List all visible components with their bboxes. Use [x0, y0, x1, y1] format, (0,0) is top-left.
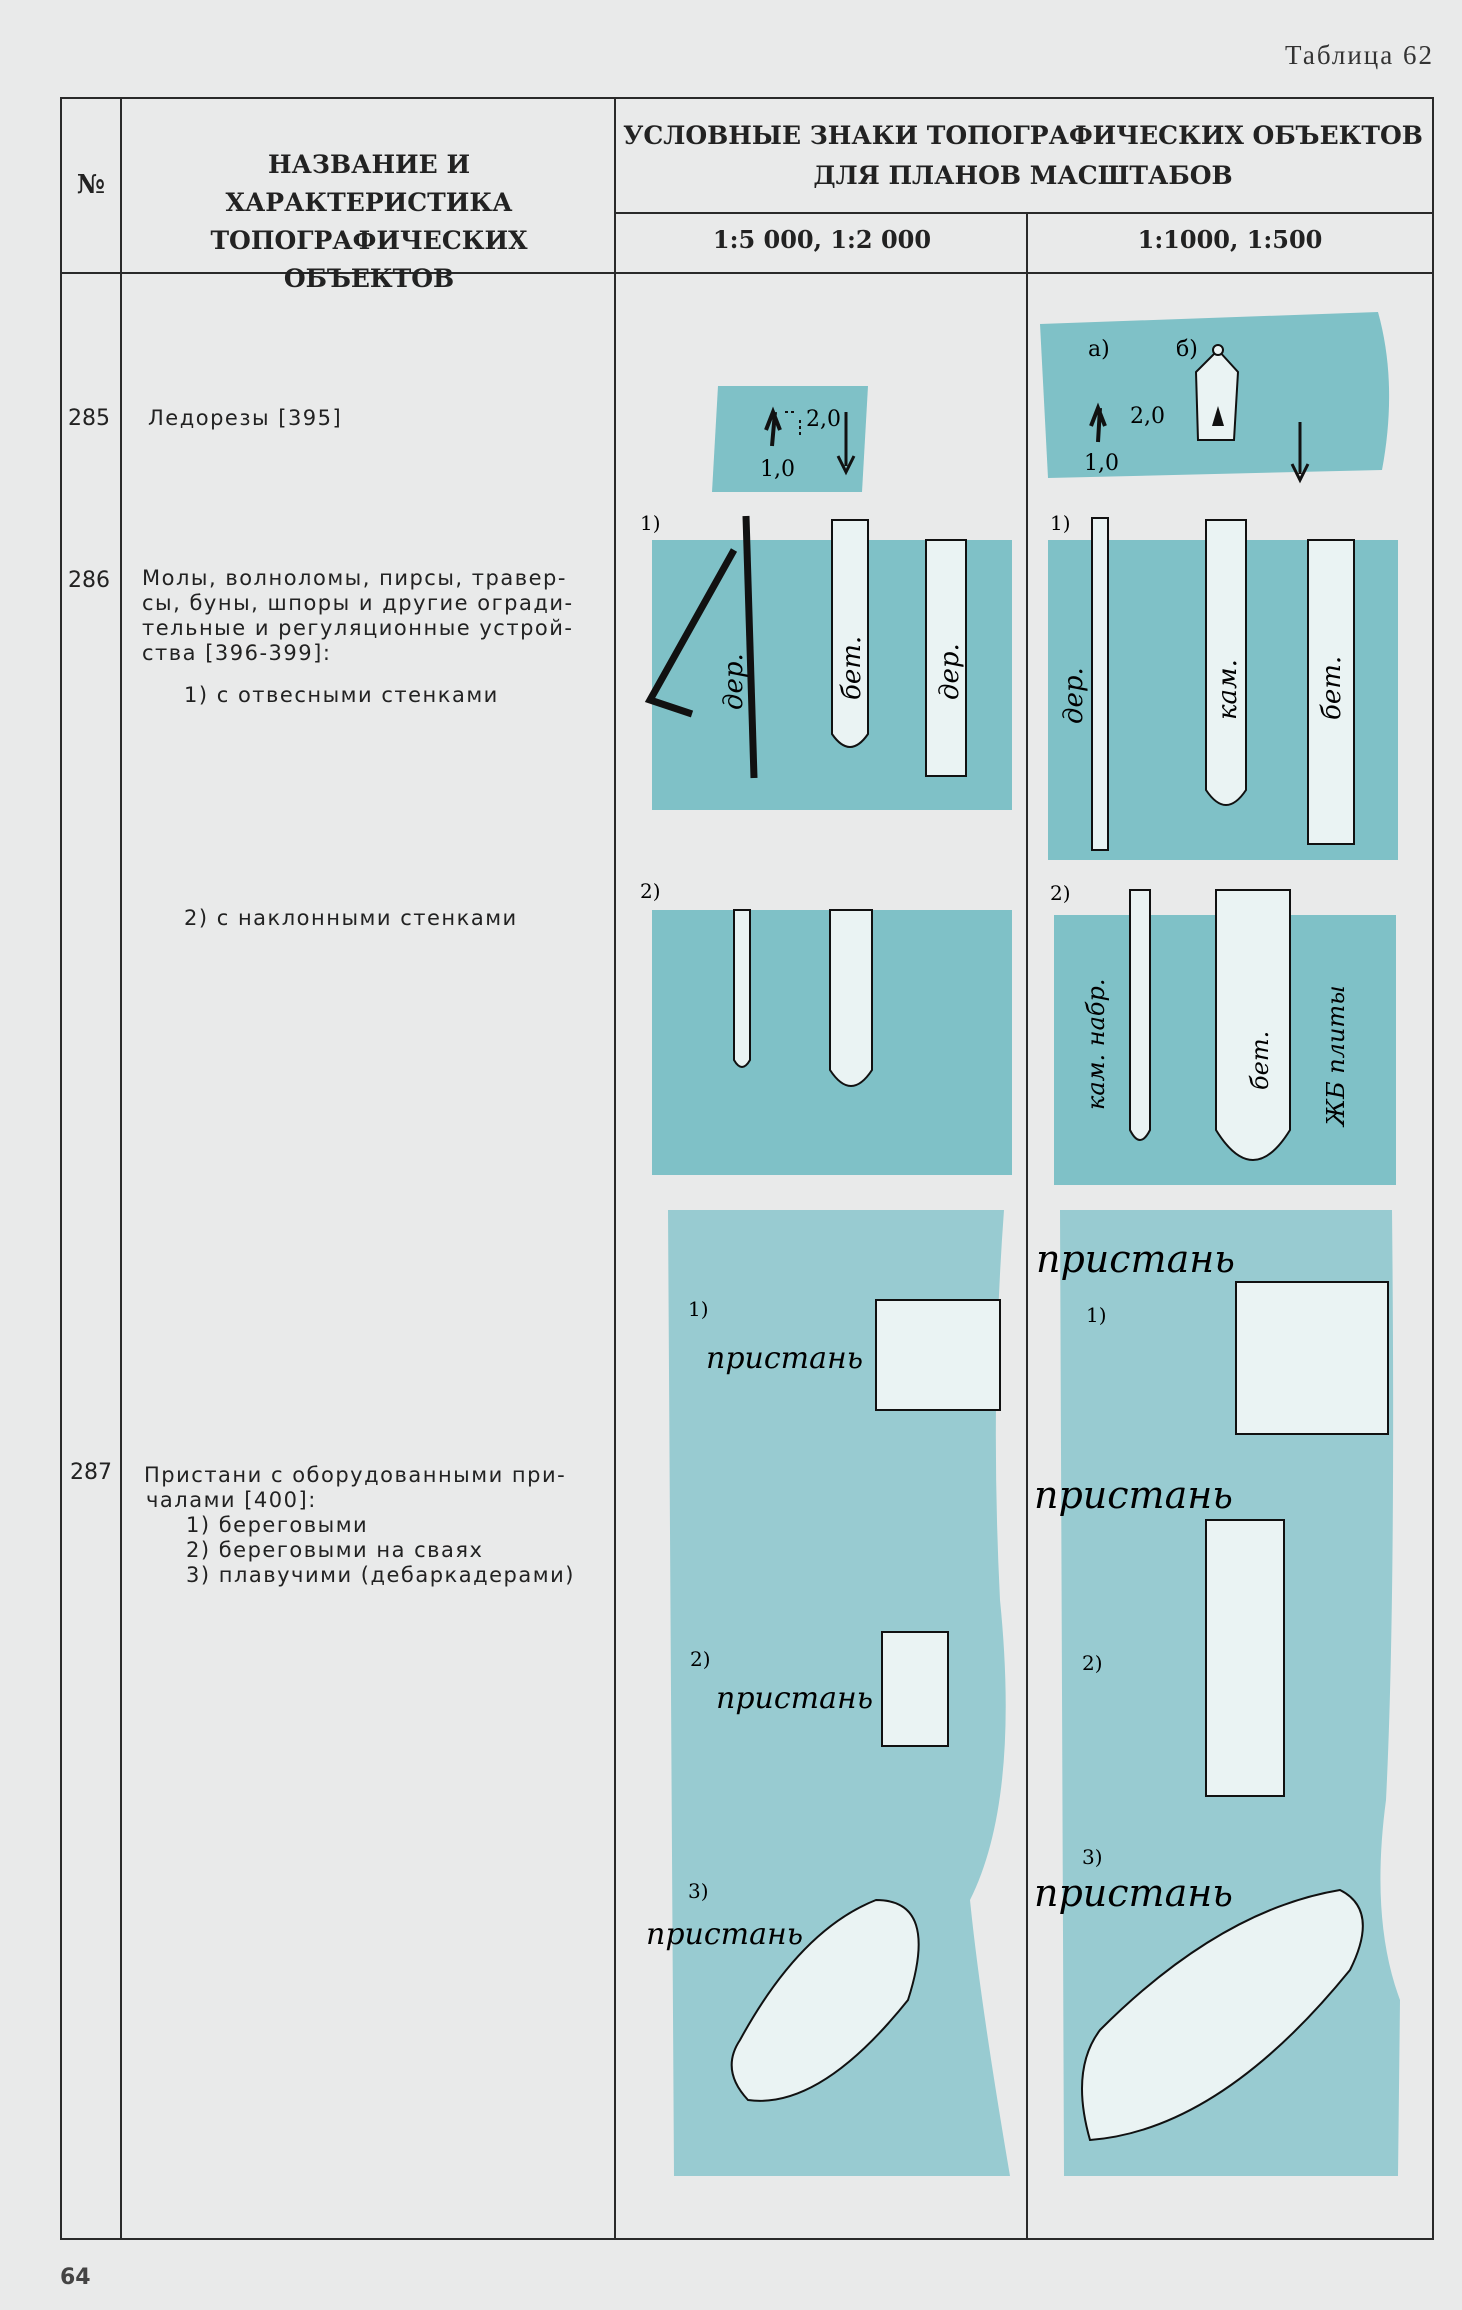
- r285-right-symbol: а) б) 2,0 1,0: [1040, 312, 1390, 484]
- row-286-line-2: сы, буны, шпоры и другие огради-: [142, 591, 574, 615]
- row-286-line-1: Молы, волноломы, пирсы, травер-: [142, 566, 567, 590]
- row-286-sub2: 2) с наклонными стенками: [184, 906, 518, 930]
- row-287-item-3: 3) плавучими (дебаркадерами): [186, 1563, 575, 1587]
- r285-label-b: б): [1176, 337, 1198, 362]
- r287-left-symbol: 1) пристань 2) пристань 3) пристань: [646, 1210, 1010, 2176]
- r287-right-m1: 1): [1086, 1303, 1107, 1327]
- table-left-border: [60, 97, 62, 2240]
- r285-left-dim2: 1,0: [760, 457, 795, 482]
- table-bottom-border: [60, 2238, 1434, 2240]
- header-name: НАЗВАНИЕ И ХАРАКТЕРИСТИКА ТОПОГРАФИЧЕСКИ…: [210, 150, 528, 293]
- r285-left-dim1: 2,0: [806, 407, 841, 432]
- row-285-num: 285: [68, 406, 110, 431]
- row-285-title: Ледорезы [395]: [148, 406, 343, 430]
- r286-1-left-der1: дер.: [719, 653, 749, 710]
- r287-right-m2: 2): [1082, 1651, 1103, 1675]
- r285-right-dim1: 2,0: [1130, 404, 1165, 429]
- r286-1-left-symbol: 1) дер. бет. дер.: [640, 511, 1012, 810]
- row-286-desc: Молы, волноломы, пирсы, травер- сы, буны…: [142, 566, 602, 666]
- table-label: Таблица 62: [1285, 40, 1434, 70]
- table-right-border: [1432, 97, 1434, 2240]
- r287-left-m3: 3): [688, 1879, 709, 1903]
- r287-right-pier3: пристань: [1034, 1871, 1233, 1915]
- r286-1-right-kam: кам.: [1213, 659, 1243, 720]
- signs-subheader-border: [616, 212, 1434, 214]
- r287-right-m3: 3): [1082, 1845, 1103, 1869]
- r286-1-left-marker: 1): [640, 511, 661, 535]
- r286-2-right-symbol: 2) кам. набр. бет. ЖБ плиты: [1050, 881, 1396, 1185]
- r286-2-bet: бет.: [1246, 1031, 1274, 1090]
- r286-1-left-der2: дер.: [935, 643, 965, 700]
- r287-left-m1: 1): [688, 1297, 709, 1321]
- r286-2-kam-nabr: кам. набр.: [1082, 978, 1110, 1110]
- r286-2-left-symbol: 2): [640, 879, 1012, 1175]
- row-286-num: 286: [68, 568, 110, 593]
- r287-left-pier2: пристань: [716, 1681, 873, 1716]
- r286-2-left-marker: 2): [640, 879, 661, 903]
- row-287-desc: Пристани с оборудованными при- чалами [4…: [144, 1463, 604, 1588]
- header-scale-right: 1:1000, 1:500: [1137, 225, 1323, 254]
- r285-right-dim2: 1,0: [1084, 451, 1119, 476]
- r287-left-pier3: пристань: [646, 1917, 803, 1952]
- row-287-item-2: 2) береговыми на сваях: [186, 1538, 484, 1562]
- row-286-line-3: тельные и регуляционные устрой-: [142, 616, 574, 640]
- r286-1-left-bet: бет.: [837, 636, 867, 700]
- r287-left-m2: 2): [690, 1647, 711, 1671]
- table-top-border: [60, 97, 1434, 99]
- r287-left-pier1: пристань: [706, 1341, 863, 1376]
- header-signs: УСЛОВНЫЕ ЗНАКИ ТОПОГРАФИЧЕСКИХ ОБЪЕКТОВ …: [623, 121, 1423, 190]
- r286-1-right-der: дер.: [1059, 667, 1089, 724]
- r286-2-right-marker: 2): [1050, 881, 1071, 905]
- r287-right-pier1: пристань: [1036, 1237, 1235, 1281]
- r285-label-a: а): [1088, 337, 1110, 362]
- name-col-border: [614, 97, 616, 2240]
- header-bottom-border: [60, 272, 1434, 274]
- page-number: 64: [60, 2265, 91, 2290]
- row-286-line-4: ства [396-399]:: [142, 641, 332, 665]
- r287-right-pier2: пристань: [1034, 1473, 1233, 1517]
- r286-1-right-bet: бет.: [1317, 656, 1347, 720]
- r286-1-right-symbol: 1) дер. кам. бет.: [1048, 511, 1398, 860]
- row-287-line-1: Пристани с оборудованными при-: [144, 1463, 567, 1487]
- header-num: №: [76, 170, 106, 200]
- r286-1-right-marker: 1): [1050, 511, 1071, 535]
- r286-2-zhb: ЖБ плиты: [1322, 985, 1350, 1128]
- r287-right-symbol: пристань 1) пристань 2) 3) пристань: [1034, 1210, 1400, 2176]
- row-287-item-1: 1) береговыми: [186, 1513, 369, 1537]
- r285-left-symbol: 2,0 1,0: [712, 386, 868, 492]
- row-287-line-2: чалами [400]:: [146, 1488, 317, 1512]
- num-col-border: [120, 97, 122, 2240]
- scale-col-border: [1026, 212, 1028, 2240]
- row-286-sub1: 1) с отвесными стенками: [184, 683, 499, 707]
- row-287-num: 287: [70, 1460, 112, 1485]
- header-scale-left: 1:5 000, 1:2 000: [712, 225, 932, 254]
